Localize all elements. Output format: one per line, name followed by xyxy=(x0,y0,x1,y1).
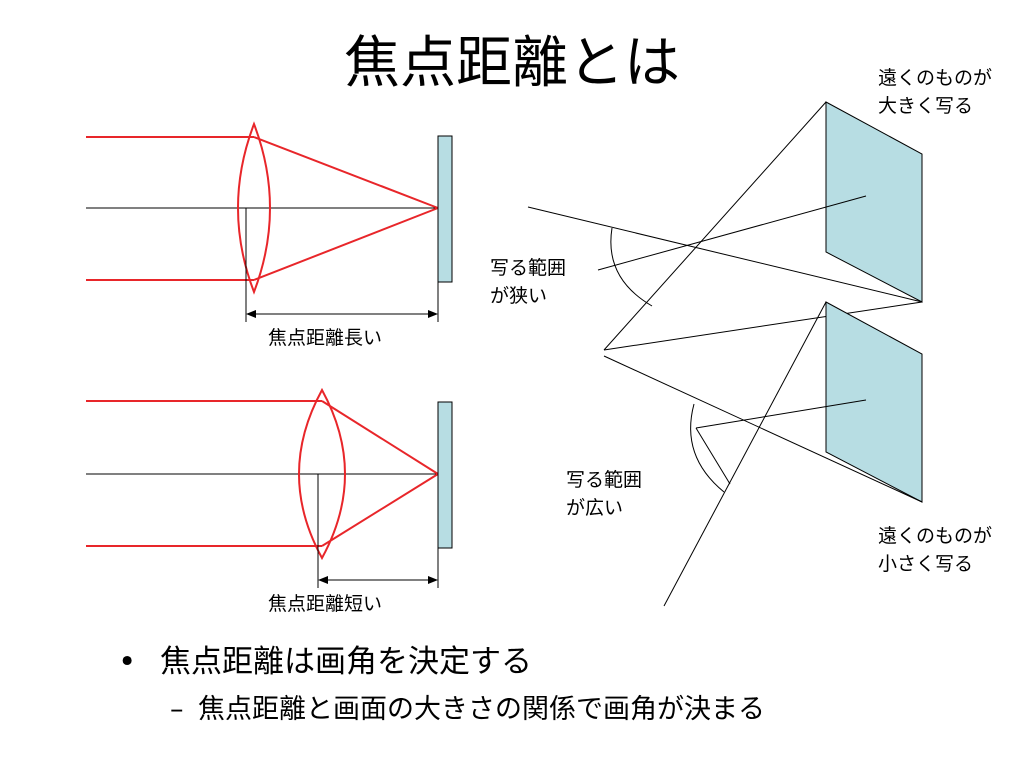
lens-top xyxy=(237,121,271,295)
frustum-edge-bottom-1 xyxy=(663,301,827,607)
sub-bullet-marker: – xyxy=(170,694,184,725)
converging-ray-top-lower xyxy=(253,207,439,281)
arrowhead-top-right xyxy=(428,310,438,318)
bullet-main-text: 焦点距離は画角を決定する xyxy=(160,644,532,680)
arrowhead-top-left xyxy=(246,310,256,318)
label-range-narrow-1: 写る範囲 xyxy=(490,257,567,279)
arrowhead-bottom-left xyxy=(318,576,328,584)
frustum-axis-bottom-1 xyxy=(695,399,867,429)
lens-bottom xyxy=(298,387,346,561)
converging-ray-bottom-upper xyxy=(321,400,439,475)
label-range-wide-1: 写る範囲 xyxy=(566,469,643,491)
label-far-large-2: 大きく写る xyxy=(878,95,974,117)
short-focal-lens-diagram xyxy=(86,387,453,588)
arrowhead-bottom-right xyxy=(428,576,438,584)
frustum-axis-bottom-2 xyxy=(695,427,731,485)
label-range-wide-2: が広い xyxy=(566,497,624,519)
frustum-axis-top-2 xyxy=(597,195,867,271)
frustum-axis-top-1 xyxy=(527,206,923,303)
long-focal-lens-diagram xyxy=(86,121,453,322)
label-far-small-1: 遠くのものが xyxy=(878,525,993,547)
image-plane-top xyxy=(825,101,923,303)
angle-arc-wide xyxy=(690,403,725,493)
image-plane-bottom xyxy=(825,301,923,503)
frustum-edge-top-1 xyxy=(603,101,827,351)
converging-ray-top-upper xyxy=(253,136,439,209)
frustum-edge-top-2 xyxy=(603,301,923,351)
label-far-small-2: 小さく写る xyxy=(878,553,974,575)
converging-ray-bottom-lower xyxy=(321,473,439,547)
bullet-marker: • xyxy=(118,644,137,680)
bullet-list: • 焦点距離は画角を決定する –焦点距離と画面の大きさの関係で画角が決まる xyxy=(118,640,765,730)
label-range-narrow-2: が狭い xyxy=(490,285,548,307)
label-focal-long: 焦点距離長い xyxy=(268,327,383,349)
bullet-sub-text: 焦点距離と画面の大きさの関係で画角が決まる xyxy=(198,694,765,725)
label-far-large-1: 遠くのものが xyxy=(878,67,993,89)
angle-arc-narrow xyxy=(610,227,653,307)
sensor-bottom xyxy=(437,401,453,549)
bullet-sub: –焦点距離と画面の大きさの関係で画角が決まる xyxy=(170,690,765,730)
label-focal-short: 焦点距離短い xyxy=(268,593,383,615)
frustum-edge-bottom-2 xyxy=(603,355,923,503)
narrow-view-frustum xyxy=(527,101,923,351)
sensor-top xyxy=(437,135,453,283)
bullet-main: • 焦点距離は画角を決定する xyxy=(118,640,765,684)
wide-view-frustum xyxy=(603,301,923,607)
slide-title: 焦点距離とは xyxy=(344,31,680,96)
